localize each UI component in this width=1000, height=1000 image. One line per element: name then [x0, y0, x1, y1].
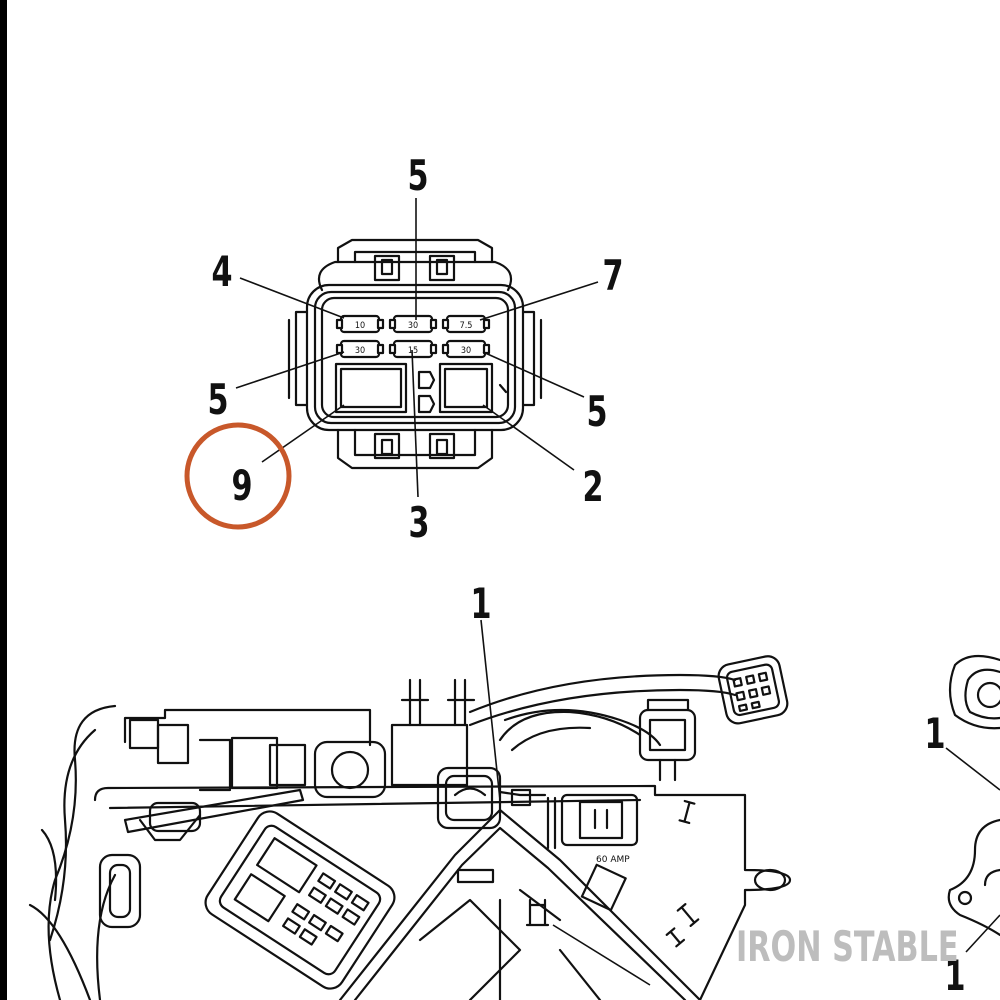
relay-right [438, 362, 494, 414]
mounted-assembly: 60 AMP [28, 655, 792, 1000]
callout-7: 7 [602, 251, 623, 300]
callout-1-main: 1 [470, 579, 491, 628]
fuse-top-right-rating: 7.5 [460, 321, 473, 331]
callout-3: 3 [408, 498, 429, 547]
fuse-top-mid-rating: 30 [408, 321, 418, 331]
fuse-top-left-rating: 10 [355, 321, 365, 331]
callout-1-bottom: 1 [944, 951, 965, 1000]
callout-2: 2 [582, 462, 603, 511]
fuse-top-right: 7.5 [441, 314, 491, 334]
fuse-bot-right-rating: 30 [461, 346, 471, 356]
fuse-top-mid: 30 [388, 314, 438, 334]
callout-4: 4 [211, 247, 232, 296]
fuse-bot-left: 30 [335, 339, 385, 359]
relay-left [334, 362, 408, 414]
callout-5-right: 5 [586, 387, 607, 436]
leader-line-1 [480, 619, 501, 801]
left-edge-bar [0, 0, 7, 1000]
fuse-bot-mid: 15 [388, 339, 438, 359]
callout-5-top: 5 [407, 151, 428, 200]
highlight-circle [184, 422, 292, 530]
callout-1-right: 1 [924, 709, 945, 758]
fuse-bot-left-rating: 30 [355, 346, 365, 356]
relay-amp-label: 60 AMP [596, 855, 630, 865]
callout-5-left: 5 [207, 375, 228, 424]
watermark: IRON STABLE [736, 922, 959, 971]
right-edge-assembly [945, 654, 1000, 953]
fuse-bot-right: 30 [441, 339, 491, 359]
callout-9: 9 [231, 461, 252, 510]
fuse-top-left: 10 [335, 314, 385, 334]
fuse-bot-mid-rating: 15 [408, 346, 418, 356]
leader-lines-top [235, 198, 599, 498]
